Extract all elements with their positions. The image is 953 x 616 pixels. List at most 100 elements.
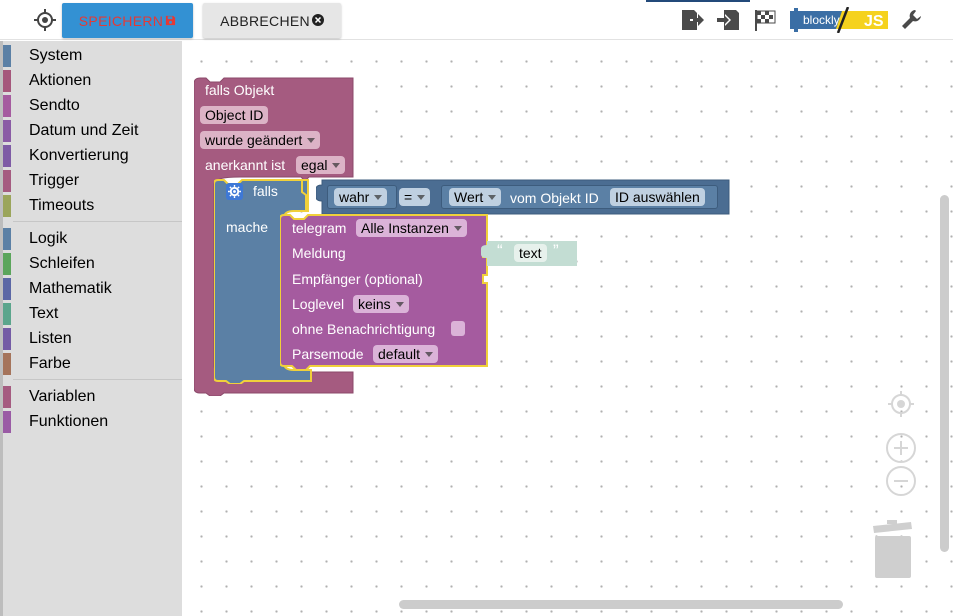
loglevel-dropdown[interactable]: keins [353, 295, 409, 313]
category-label: Sendto [29, 96, 80, 114]
instance-value: Alle Instanzen [361, 220, 449, 236]
category-label: System [29, 46, 83, 64]
target-icon[interactable] [33, 8, 57, 32]
category-label: Listen [29, 329, 72, 347]
category-label: Aktionen [29, 71, 92, 89]
object-id-field[interactable]: Object ID [200, 106, 269, 124]
recipient-label: Empfänger (optional) [292, 271, 423, 287]
category-sendto[interactable]: Sendto [3, 93, 182, 118]
category-label: Variablen [29, 387, 96, 405]
active-tab-indicator [646, 0, 750, 2]
category-schleifen[interactable]: Schleifen [3, 251, 182, 276]
category-timeouts[interactable]: Timeouts [3, 193, 182, 218]
category-color-swatch [3, 169, 11, 192]
category-trigger[interactable]: Trigger [3, 168, 182, 193]
if-mache-label: mache [226, 219, 269, 235]
trigger-title: falls Objekt [205, 82, 275, 98]
object-select-field[interactable]: ID auswählen [610, 188, 705, 206]
save-button[interactable]: SPEICHERN [62, 3, 193, 38]
recenter-icon[interactable] [886, 389, 916, 424]
save-button-label: SPEICHERN [78, 12, 164, 29]
chevron-down-icon [417, 194, 426, 200]
text-value-field[interactable]: text [514, 244, 547, 262]
category-label: Text [29, 304, 59, 322]
zoom-in-icon[interactable] [885, 432, 917, 469]
blockly-js-logo[interactable]: blockly JS [790, 6, 888, 34]
category-separator [13, 379, 183, 380]
category-farbe[interactable]: Farbe [3, 351, 182, 376]
ack-dropdown[interactable]: egal [296, 156, 346, 174]
category-funktionen[interactable]: Funktionen [3, 409, 182, 434]
category-color-swatch [3, 119, 11, 142]
category-color-swatch [3, 302, 11, 325]
category-label: Datum und Zeit [29, 121, 139, 139]
object-value-getter-block[interactable]: Wert vom Objekt ID ID auswählen [441, 185, 718, 209]
category-mathematik[interactable]: Mathematik [3, 276, 182, 301]
export-icon[interactable] [679, 7, 705, 33]
chevron-down-icon [453, 225, 462, 231]
loglevel-label: Loglevel [292, 296, 345, 312]
condition-dropdown[interactable]: wurde geändert [200, 131, 321, 149]
category-text[interactable]: Text [3, 301, 182, 326]
category-label: Timeouts [29, 196, 95, 214]
category-aktionen[interactable]: Aktionen [3, 68, 182, 93]
horizontal-scrollbar[interactable] [399, 600, 843, 609]
wrench-icon[interactable] [899, 7, 925, 33]
ack-value: egal [301, 157, 328, 173]
getter-suffix-label: vom Objekt ID [510, 190, 599, 206]
operator-dropdown[interactable]: = [399, 188, 431, 206]
quote-open: “ [497, 241, 503, 260]
category-color-swatch [3, 94, 11, 117]
category-color-swatch [3, 69, 11, 92]
category-separator [13, 221, 183, 222]
telegram-title: telegram [292, 220, 347, 236]
operator-value: = [404, 189, 413, 205]
category-color-swatch [3, 385, 11, 408]
category-listen[interactable]: Listen [3, 326, 182, 351]
category-logik[interactable]: Logik [3, 226, 182, 251]
category-label: Logik [29, 229, 68, 247]
parsemode-value: default [378, 346, 421, 362]
gear-icon[interactable] [226, 183, 243, 200]
object-id-value: Object ID [205, 107, 264, 123]
boolean-value: wahr [339, 189, 370, 205]
parsemode-dropdown[interactable]: default [373, 345, 439, 363]
chevron-down-icon [374, 194, 383, 200]
instance-dropdown[interactable]: Alle Instanzen [356, 219, 467, 237]
chevron-down-icon [332, 162, 341, 168]
ack-label: anerkannt ist [205, 157, 286, 173]
boolean-dropdown[interactable]: wahr [334, 188, 388, 206]
text-value: text [519, 245, 542, 261]
category-konvertierung[interactable]: Konvertierung [3, 143, 182, 168]
chevron-down-icon [425, 351, 434, 357]
if-falls-label: falls [253, 183, 278, 199]
category-color-swatch [3, 327, 11, 350]
cancel-button-label: ABBRECHEN [220, 12, 310, 29]
toolbar: SPEICHERN ABBRECHEN blockly JS [0, 0, 953, 40]
message-label: Meldung [292, 245, 346, 261]
boolean-block[interactable]: wahr [327, 185, 397, 209]
category-label: Farbe [29, 354, 71, 372]
close-circle-icon [311, 13, 324, 29]
import-icon[interactable] [715, 7, 741, 33]
parsemode-label: Parsemode [292, 346, 364, 362]
zoom-out-icon[interactable] [885, 465, 917, 502]
object-select-value: ID auswählen [615, 189, 700, 205]
getter-dropdown[interactable]: Wert [449, 188, 502, 206]
vertical-scrollbar[interactable] [940, 195, 949, 552]
category-system[interactable]: System [3, 43, 182, 68]
category-label: Schleifen [29, 254, 95, 272]
category-color-swatch [3, 277, 11, 300]
checkered-flag-icon[interactable] [752, 7, 778, 33]
trash-can-icon[interactable] [871, 520, 915, 585]
category-datum-und-zeit[interactable]: Datum und Zeit [3, 118, 182, 143]
category-label: Konvertierung [29, 146, 129, 164]
category-label: Mathematik [29, 279, 112, 297]
category-color-swatch [3, 252, 11, 275]
cancel-button[interactable]: ABBRECHEN [203, 3, 341, 38]
getter-value: Wert [454, 189, 484, 205]
category-variablen[interactable]: Variablen [3, 384, 182, 409]
condition-value: wurde geändert [205, 132, 303, 148]
silent-checkbox[interactable] [451, 321, 465, 336]
chevron-down-icon [488, 194, 497, 200]
